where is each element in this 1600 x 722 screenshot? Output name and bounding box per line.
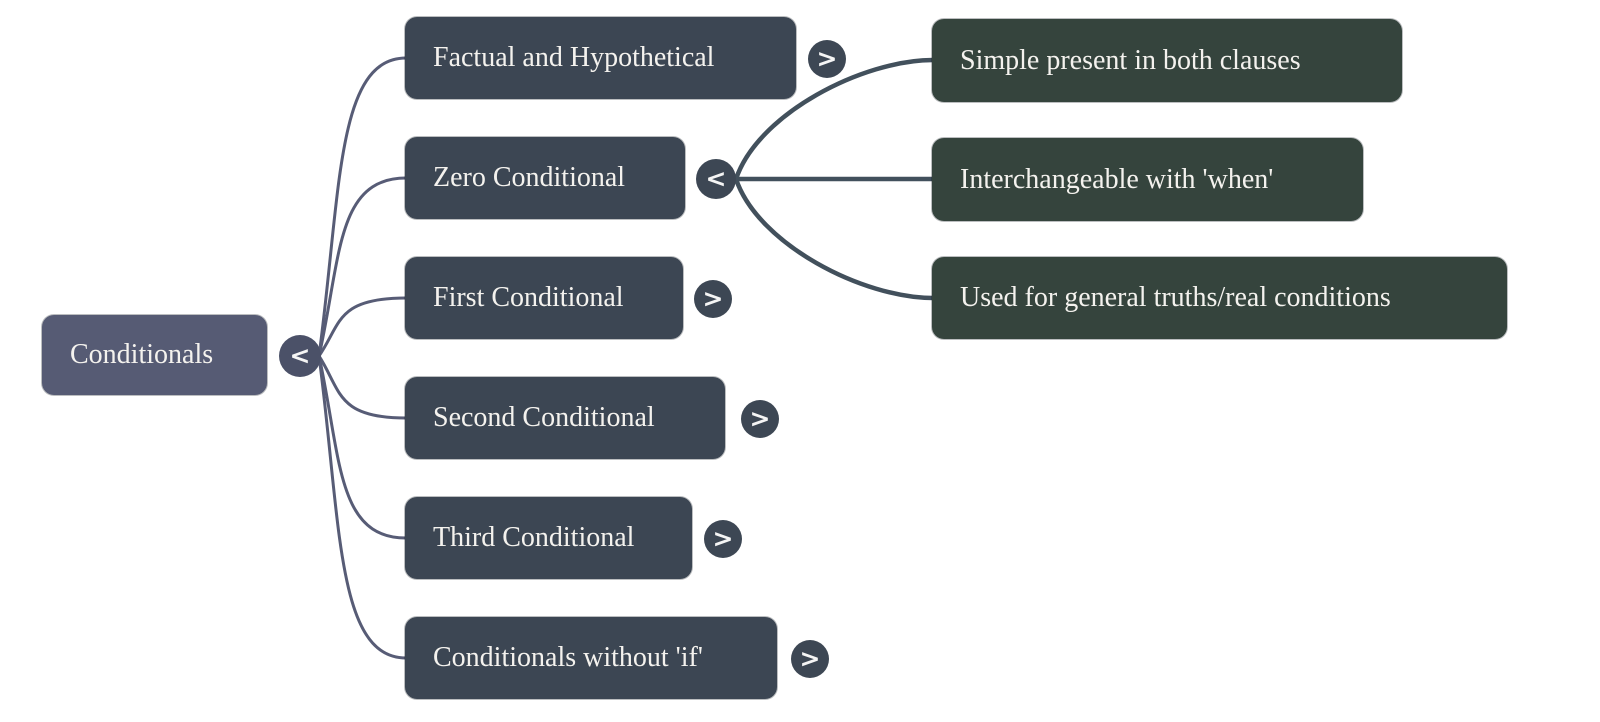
node-simple-present[interactable]: Simple present in both clauses: [932, 19, 1402, 102]
edge-connector: [317, 296, 408, 358]
chevron-right-icon: >: [702, 283, 724, 313]
collapse-toggle-zero[interactable]: <: [696, 159, 736, 199]
node-interchangeable-when[interactable]: Interchangeable with 'when': [932, 138, 1363, 221]
node-root[interactable]: Conditionals: [42, 315, 267, 395]
node-factual[interactable]: Factual and Hypothetical: [405, 17, 796, 99]
node-first[interactable]: First Conditional: [405, 257, 683, 339]
node-label: Third Conditional: [433, 522, 635, 553]
expand-toggle-third[interactable]: >: [704, 520, 742, 558]
chevron-right-icon: >: [816, 43, 838, 73]
node-label: First Conditional: [433, 282, 624, 313]
node-zero[interactable]: Zero Conditional: [405, 137, 685, 219]
node-label: Factual and Hypothetical: [433, 42, 715, 73]
chevron-left-icon: <: [705, 163, 727, 193]
edge-connector: [733, 176, 936, 301]
node-label: Used for general truths/real conditions: [960, 282, 1391, 313]
node-label: Simple present in both clauses: [960, 44, 1301, 76]
edge-connector: [317, 354, 408, 660]
node-without-if[interactable]: Conditionals without 'if': [405, 617, 777, 699]
node-second[interactable]: Second Conditional: [405, 377, 725, 459]
node-label: Zero Conditional: [433, 162, 626, 193]
node-label: Second Conditional: [433, 402, 655, 433]
expand-toggle-factual[interactable]: >: [808, 40, 846, 78]
expand-toggle-second[interactable]: >: [741, 400, 779, 438]
chevron-right-icon: >: [712, 523, 734, 553]
chevron-right-icon: >: [799, 643, 821, 673]
node-third[interactable]: Third Conditional: [405, 497, 692, 579]
chevron-left-icon: <: [289, 340, 311, 370]
expand-toggle-without-if[interactable]: >: [791, 640, 829, 678]
edge-connector: [317, 56, 408, 358]
node-label: Interchangeable with 'when': [960, 163, 1274, 195]
chevron-right-icon: >: [749, 403, 771, 433]
edge-connector: [317, 354, 408, 420]
edge-connector: [317, 176, 408, 358]
collapse-toggle-root[interactable]: <: [279, 335, 321, 377]
node-label: Conditionals: [70, 339, 214, 370]
edge-connector: [317, 354, 408, 540]
expand-toggle-first[interactable]: >: [694, 280, 732, 318]
node-label: Conditionals without 'if': [433, 642, 703, 673]
node-general-truths[interactable]: Used for general truths/real conditions: [932, 257, 1507, 339]
